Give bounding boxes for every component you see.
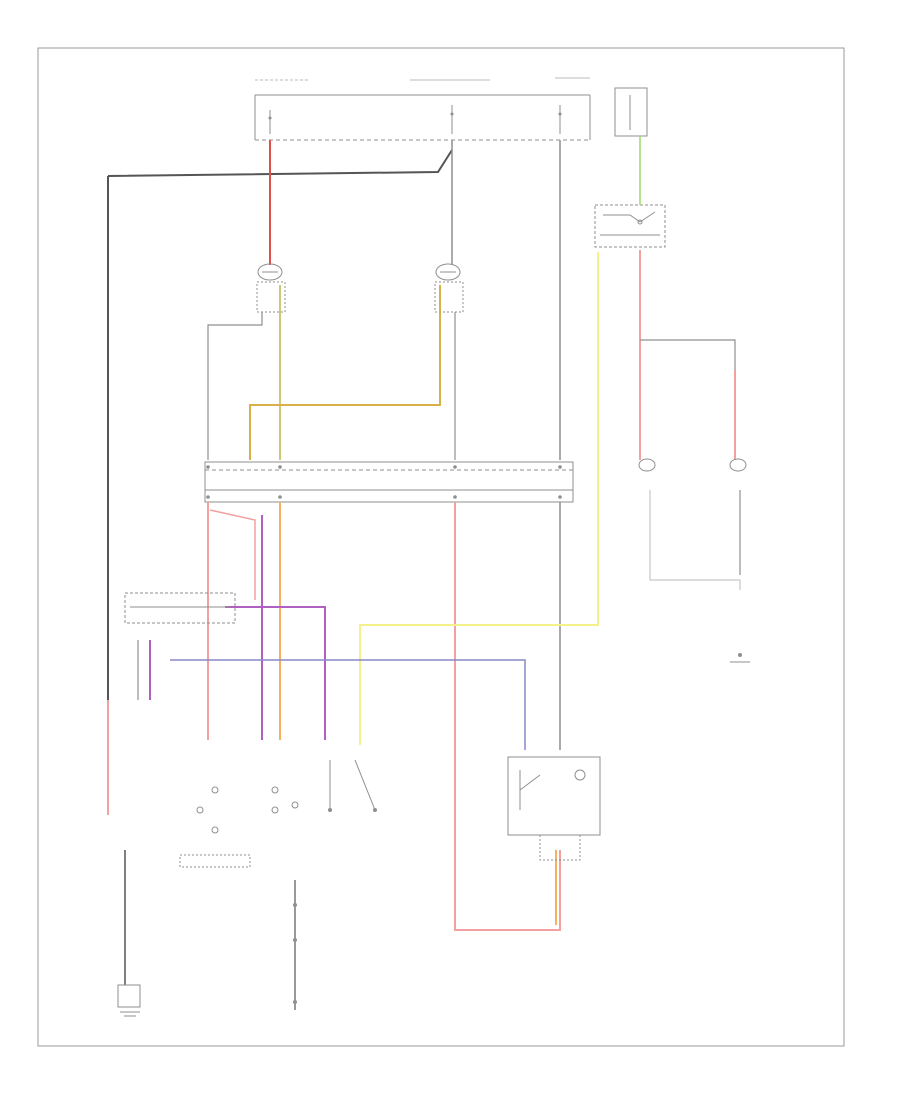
switch-icon xyxy=(196,786,299,834)
diagram-frame xyxy=(37,47,845,1047)
fuse-block-icon xyxy=(268,105,562,134)
dimmer-switch xyxy=(179,786,299,868)
left-headlight xyxy=(256,263,286,313)
top-right-fuse-box xyxy=(614,87,648,137)
right-headlight xyxy=(434,263,464,313)
connector-icon xyxy=(206,465,562,499)
right-ground xyxy=(730,653,750,663)
ground-icon xyxy=(120,1011,140,1017)
relay-icon xyxy=(600,211,660,236)
dimmer-relay xyxy=(124,592,236,700)
turn-signal-switch xyxy=(328,759,377,812)
left-rear-light xyxy=(729,458,747,472)
headlight-bulb-icon xyxy=(257,263,283,281)
relay-box xyxy=(594,204,666,248)
junction-connector xyxy=(204,461,574,503)
transmission-switch xyxy=(507,756,601,861)
right-rear-light xyxy=(638,458,656,472)
left-ground xyxy=(117,984,141,1017)
main-fuse-block xyxy=(213,77,591,141)
